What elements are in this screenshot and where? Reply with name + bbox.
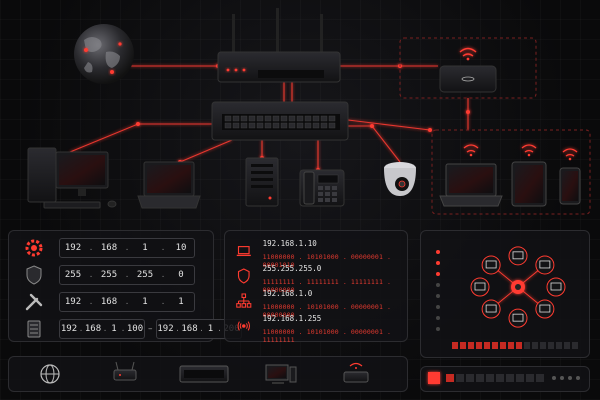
security-camera-icon [384,162,416,196]
tools-icon [25,293,43,311]
subnet-mask-row: 255. 255. 255. 0 [23,264,195,286]
ip-address-field[interactable]: 192. 168. 1. 10 [59,238,195,258]
access-point-icon [439,47,497,93]
laptop-icon [137,161,201,209]
link-switch-laptop [179,139,233,163]
connection-path-panel [8,356,408,392]
range-separator: – [148,324,153,334]
smartphone-icon [559,148,581,205]
server-icon [27,320,41,338]
wireless-group-frame [431,129,591,215]
wifi-router-icon [217,8,341,83]
gear-icon [25,239,43,257]
shield-icon [26,265,42,285]
wireless-laptop-icon [439,144,503,207]
gateway-row: 192. 168. 1. 1 [23,291,195,313]
dhcp-range-row: 192. 168. 1. 100 – 192. 168. 1. 200 [23,318,242,340]
star-topology-panel [420,230,590,358]
status-panel [420,366,590,392]
shield-icon [237,268,250,284]
link-switch-camera [348,125,401,163]
ip-address-row: 192. 168. 1. 10 [23,237,195,259]
globe-internet-icon [74,24,134,84]
tablet-icon [511,144,547,207]
link-switch-desktop [69,123,212,153]
address-config-panel: 192. 168. 1. 10 255. 255. 255. 0 192. 16… [8,230,242,342]
desktop-pc-icon [27,147,117,209]
network-switch-icon [211,101,349,141]
laptop-icon [236,246,251,257]
subnet-mask-field[interactable]: 255. 255. 255. 0 [59,265,195,285]
network-icon [236,293,252,308]
link-switch-wireless [347,119,431,131]
server-icon [245,157,279,207]
broadcast-icon [237,321,251,331]
gateway-field[interactable]: 192. 168. 1. 1 [59,292,195,312]
dhcp-range-start-field[interactable]: 192. 168. 1. 100 [59,319,145,339]
ip-phone-icon [299,169,345,207]
